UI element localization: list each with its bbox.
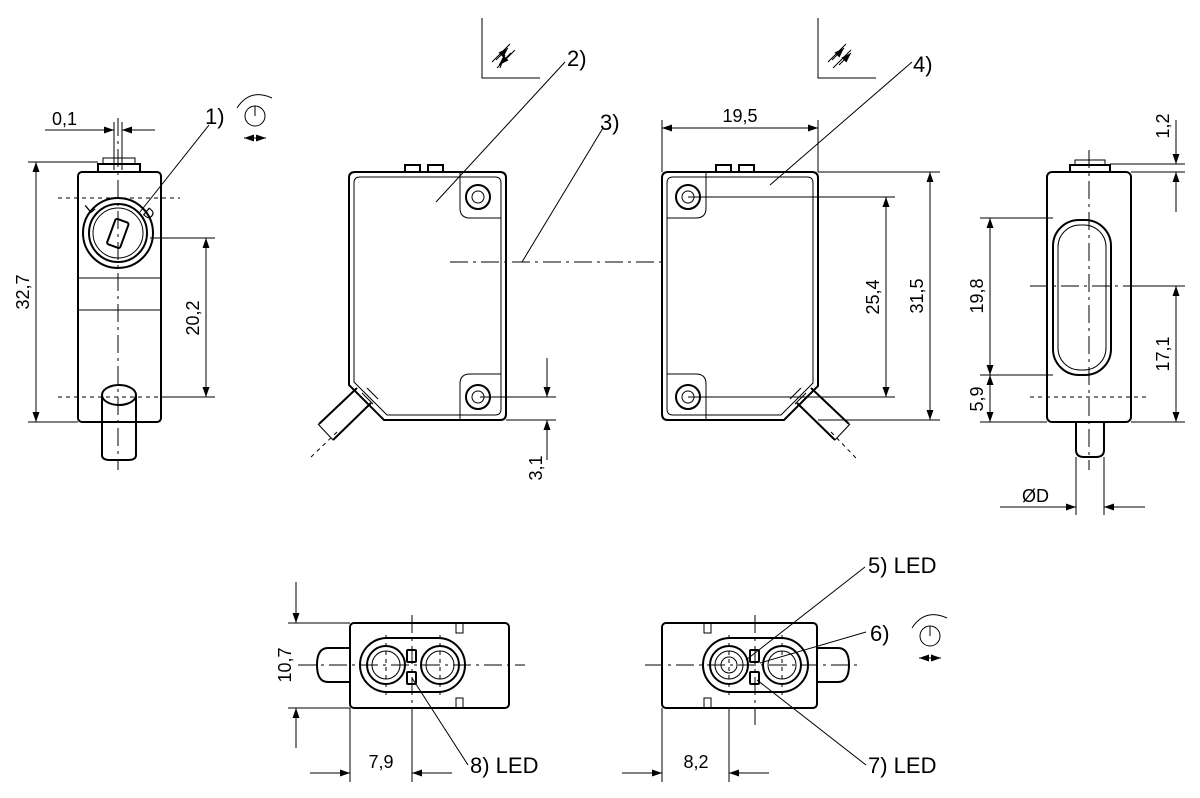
callout-8-led: 8) LED: [470, 753, 538, 778]
dim-5-9: 5,9: [967, 386, 987, 411]
callout-4: 4): [913, 52, 933, 77]
dim-19-8: 19,8: [967, 278, 987, 313]
callout-2: 2): [567, 46, 587, 71]
side-view-left: L D 32,7 20,2 0,1 1): [13, 94, 273, 470]
dim-10-7: 10,7: [275, 647, 295, 682]
dim-1-2: 1,2: [1153, 113, 1173, 138]
dim-20-2: 20,2: [183, 300, 203, 335]
callout-6: 6): [870, 621, 890, 646]
dim-3-1: 3,1: [526, 455, 546, 480]
dim-height-32-7: 32,7: [13, 274, 33, 309]
dim-8-2: 8,2: [683, 752, 708, 772]
dim-width-19-5: 19,5: [722, 106, 757, 126]
dim-25-4: 25,4: [863, 279, 883, 314]
callout-1: 1): [205, 104, 225, 129]
callout-7-led: 7) LED: [868, 753, 936, 778]
adjust-icon: [236, 94, 273, 142]
dim-17-1: 17,1: [1153, 336, 1173, 371]
dim-0-1: 0,1: [52, 109, 77, 129]
dim-height-31-5: 31,5: [907, 278, 927, 313]
callout-3: 3): [600, 110, 620, 135]
housing-front: [348, 171, 507, 421]
side-view-right: 19,8 5,9 17,1 1,2 ØD: [967, 113, 1185, 515]
dim-7-9: 7,9: [368, 752, 393, 772]
back-view: 19,5 25,4 31,5 4): [661, 18, 940, 459]
housing-side-left: [77, 171, 162, 423]
callout-5-led: 5) LED: [868, 553, 936, 578]
front-view: 3,1 2) 3): [309, 18, 715, 481]
adjust-icon: [911, 614, 948, 662]
lens-window: [1052, 219, 1112, 376]
bottom-view-left: 10,7 7,9 8) LED: [275, 582, 538, 782]
dim-diameter: ØD: [1022, 486, 1049, 506]
bottom-view-right: 8,2 5) LED 6) 7) LED: [622, 553, 948, 782]
housing-back: [661, 171, 819, 421]
